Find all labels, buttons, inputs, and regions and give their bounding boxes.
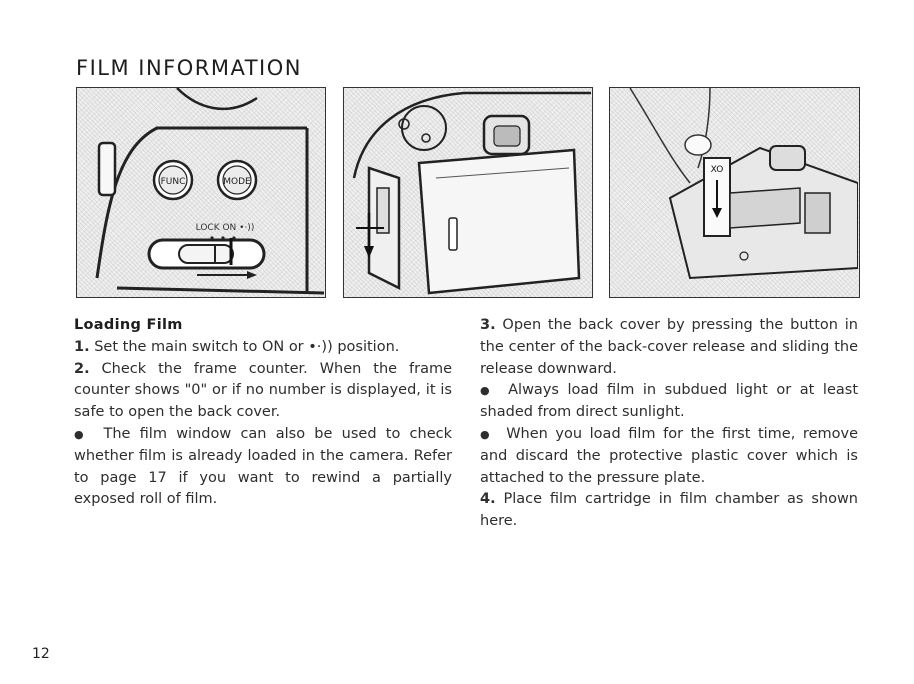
step-4-number: 4. [480,491,496,508]
cartridge-label: XO [711,165,724,175]
step-1-number: 1. [74,338,90,355]
figure-main-switch: FUNC MODE LOCK ON •·)) [76,87,326,298]
figure-film-cartridge: XO [609,87,860,298]
step-3-number: 3. [480,317,496,333]
note-subdued-light-text: Always load film in subdued light or at … [480,382,859,421]
mode-button-label: MODE [223,177,251,187]
note-subdued-light: ● Always load film in subdued light or a… [480,380,858,424]
bullet-icon: ● [480,427,493,441]
step-2-number: 2. [74,360,90,377]
step-2: 2. Check the frame counter. When the fra… [74,359,452,424]
bullet-icon: ● [480,384,494,398]
back-cover [417,148,581,295]
step-2-text: Check the frame counter. When the frame … [74,360,453,421]
left-text-column: Loading Film 1. Set the main switch to O… [74,315,452,511]
camera-side-illustration [352,91,591,295]
note-film-window-text: The film window can also be used to chec… [74,425,452,508]
func-button-label: FUNC [161,177,186,187]
step-3: 3. Open the back cover by pressing the b… [480,315,858,380]
right-text-column: 3. Open the back cover by pressing the b… [480,315,858,533]
section-heading: Loading Film [74,317,183,333]
step-1-text: Set the main switch to ON or •·)) positi… [94,338,400,355]
note-protective-cover-text: When you load film for the first time, r… [480,425,858,486]
switch-position-label: LOCK ON •·)) [196,223,255,233]
step-4-text: Place film cartridge in film chamber as … [480,491,858,530]
film-cartridge [703,157,731,237]
hand-outline [629,88,691,184]
step-3-text: Open the back cover by pressing the butt… [480,317,858,377]
page-title: FILM INFORMATION [76,56,302,80]
note-film-window: ● The film window can also be used to ch… [74,424,452,511]
film-chamber-illustration: XO [629,88,858,280]
figure-back-cover-release [343,87,593,298]
step-4: 4. Place film cartridge in film chamber … [480,489,858,533]
page-number: 12 [32,646,50,662]
camera-top-illustration: FUNC MODE LOCK ON •·)) [95,88,324,295]
note-protective-cover: ● When you load film for the first time,… [480,424,858,489]
bullet-icon: ● [74,427,89,441]
step-1: 1. Set the main switch to ON or •·)) pos… [74,337,452,359]
